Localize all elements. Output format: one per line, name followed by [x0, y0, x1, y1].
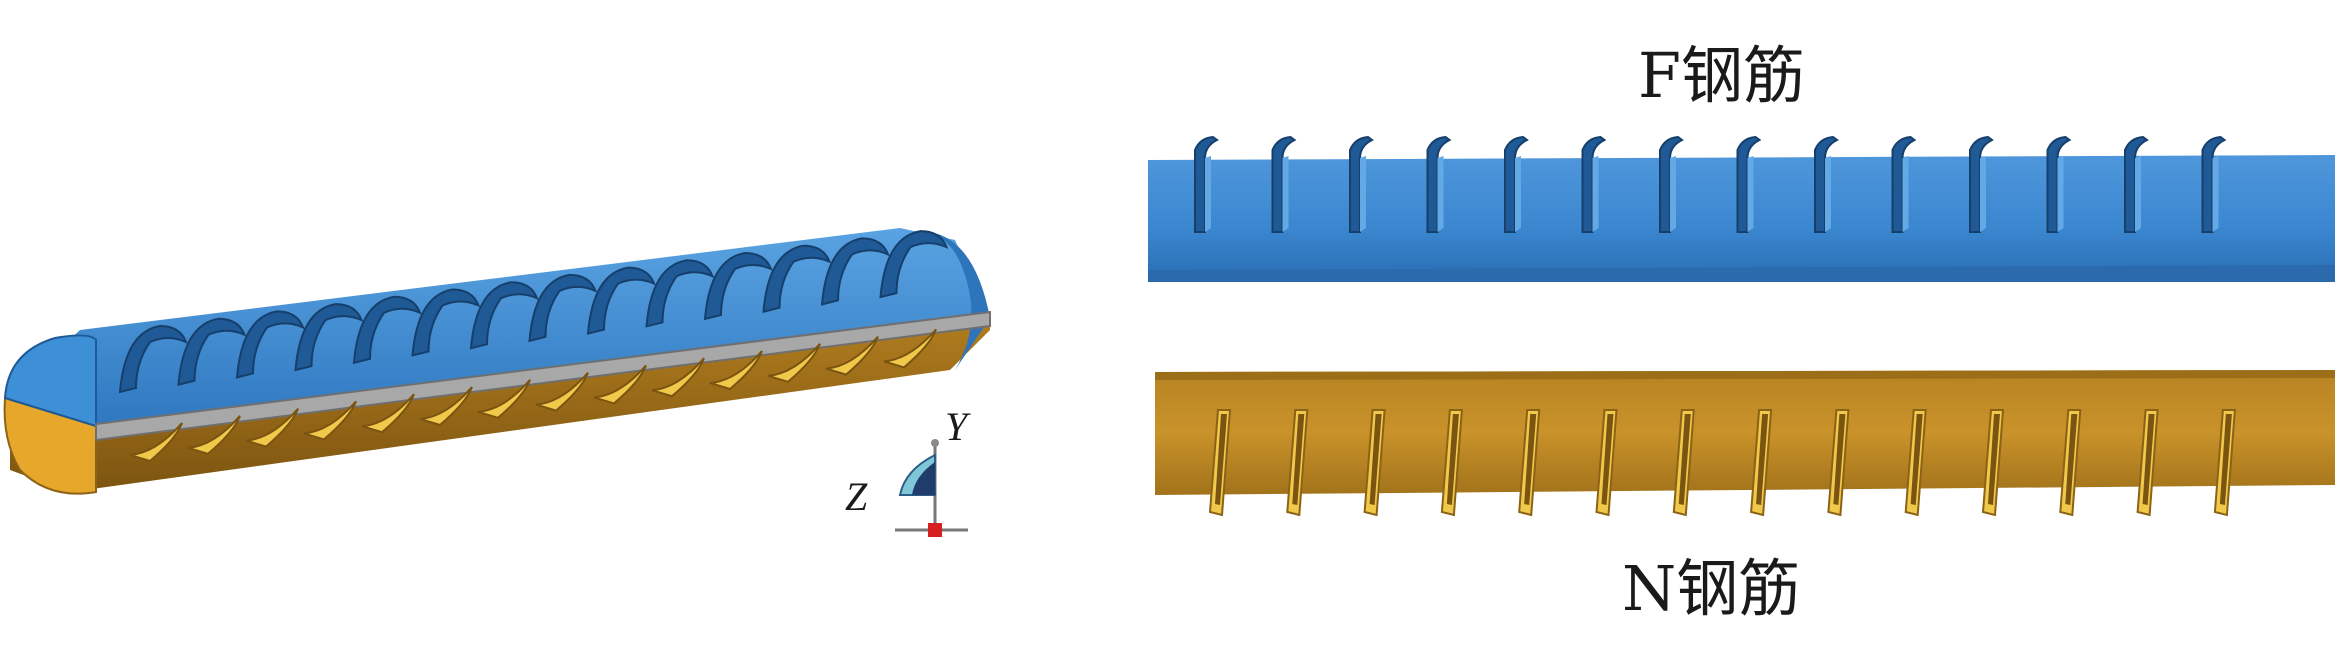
f-rib: [1736, 135, 1762, 233]
composite-n-rib: [477, 379, 531, 419]
composite-f-rib: [469, 281, 539, 350]
f-rib: [1891, 135, 1917, 233]
f-half-body: [10, 228, 990, 426]
f-rebar-ribs: [1194, 135, 2227, 233]
composite-f-rib: [528, 273, 598, 343]
y-axis-label: Y: [945, 404, 971, 449]
z-axis-label: Z: [845, 474, 868, 519]
f-rebar: [1148, 135, 2335, 282]
n-rib-slot: [1910, 414, 1923, 505]
composite-f-rib: [118, 324, 188, 394]
composite-f-rib: [294, 303, 364, 372]
f-rib-face: [1825, 156, 1831, 232]
n-rebar-ribs: [1208, 409, 2236, 517]
right-end-cap: [930, 232, 990, 370]
f-rib-face: [1747, 156, 1754, 232]
composite-f-rib: [586, 266, 656, 335]
f-rib-face: [1205, 156, 1211, 232]
f-rib-face: [1592, 156, 1599, 232]
f-rib-face: [1437, 156, 1444, 232]
y-axis-tip: [931, 439, 939, 447]
composite-f-rib: [177, 317, 247, 387]
n-half-ribs: [129, 328, 937, 463]
composite-n-rib: [883, 328, 937, 369]
f-rib: [2201, 135, 2227, 233]
f-rebar-bottom-edge: [1148, 265, 2335, 282]
n-rib-slot: [1524, 414, 1537, 505]
f-rib-face: [1902, 156, 1909, 232]
n-rib-slot: [1601, 414, 1614, 505]
composite-n-rib: [303, 400, 357, 441]
f-rib: [1271, 135, 1297, 233]
origin-marker: [928, 523, 942, 537]
composite-f-rib: [879, 230, 949, 299]
n-rib-slot: [2065, 414, 2078, 505]
f-rib: [2124, 135, 2149, 233]
composite-f-rib: [820, 237, 890, 306]
composite-f-rib: [762, 244, 832, 314]
f-rib: [1581, 135, 1607, 233]
n-rib-slot: [1446, 414, 1459, 505]
n-rib-slot: [2142, 414, 2155, 505]
f-half-end-cap: [3, 334, 97, 428]
f-rib: [1969, 135, 1994, 233]
n-rib-slot: [1833, 414, 1846, 505]
f-rib-face: [1282, 156, 1289, 232]
orientation-quadrant-dark: [912, 462, 935, 495]
f-rib-face: [2212, 156, 2219, 232]
n-rib-slot: [2219, 414, 2232, 505]
n-rib-slot: [1292, 414, 1305, 505]
composite-f-rib: [703, 251, 773, 321]
f-rib-face: [1670, 156, 1676, 232]
f-rib: [1194, 135, 1219, 233]
composite-f-rib: [352, 295, 422, 365]
composite-f-rib: [645, 259, 715, 328]
composite-n-rib: [825, 335, 879, 376]
f-rib-face: [1980, 156, 1986, 232]
f-rib-face: [2135, 156, 2141, 232]
n-rebar-label: N钢筋: [1622, 552, 1800, 625]
axis-triad: Y Z: [845, 404, 971, 537]
f-rib: [1659, 135, 1684, 233]
n-rib-slot: [1988, 414, 2000, 505]
n-rebar-top-edge: [1155, 370, 2335, 380]
composite-n-rib: [593, 364, 647, 405]
n-rib-slot: [1369, 414, 1382, 505]
f-rib: [1814, 135, 1839, 233]
f-rib-face: [2057, 156, 2064, 232]
f-rib: [2046, 135, 2072, 233]
composite-n-rib: [535, 371, 589, 412]
composite-n-rib: [361, 393, 415, 434]
composite-f-rib: [411, 288, 481, 357]
f-rib: [1349, 135, 1374, 233]
f-rib: [1504, 135, 1529, 233]
n-rib-slot: [1756, 414, 1769, 505]
composite-n-rib: [709, 350, 763, 391]
interface-plate: [95, 310, 991, 442]
n-rebar: [1155, 370, 2335, 517]
composite-rebar: [3, 228, 991, 495]
f-half-ribs: [118, 230, 949, 394]
composite-n-rib: [245, 407, 299, 448]
composite-n-rib: [651, 357, 705, 398]
n-rib-slot: [1678, 414, 1691, 505]
composite-n-rib: [129, 422, 183, 463]
f-rebar-label: F钢筋: [1638, 39, 1805, 112]
f-rib: [1426, 135, 1452, 233]
f-rib-face: [1515, 156, 1521, 232]
composite-f-rib: [235, 310, 305, 379]
composite-n-rib: [767, 343, 821, 383]
composite-n-rib: [419, 386, 473, 427]
n-rib-slot: [1215, 414, 1227, 505]
composite-n-rib: [187, 415, 241, 455]
n-rebar-body: [1155, 370, 2335, 495]
n-half-end-cap: [3, 396, 97, 495]
f-rib-face: [1360, 156, 1366, 232]
